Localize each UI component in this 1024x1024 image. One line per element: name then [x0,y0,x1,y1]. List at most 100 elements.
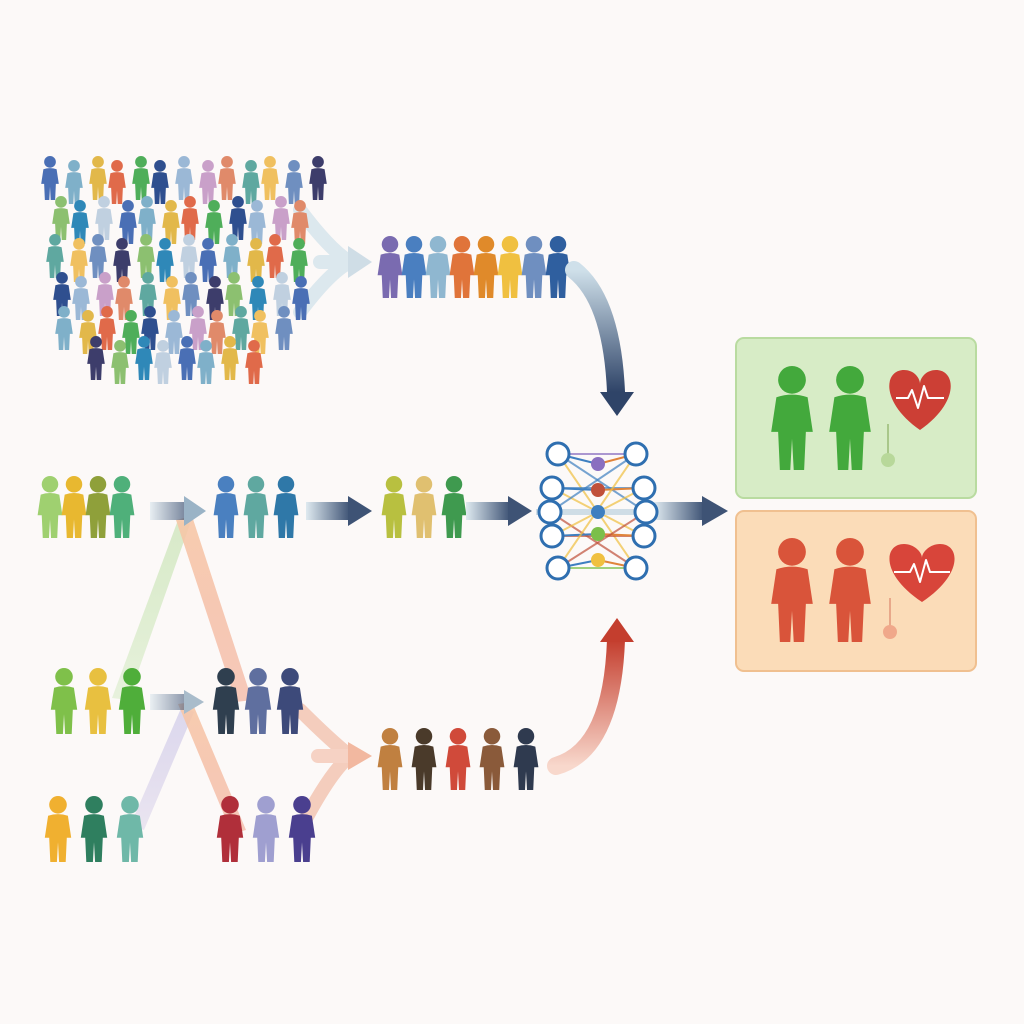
person-icon [116,796,144,862]
person-icon [479,728,505,790]
person-icon [61,476,87,538]
network-edge [557,511,647,569]
person-icon [288,796,316,862]
crowd-person-icon [261,156,279,200]
network-hub-node [591,527,605,541]
ray-purple [130,706,194,830]
network-hub-node [591,553,605,567]
crowd-person-icon [208,310,226,354]
network-node [633,499,659,525]
crowd-person-icon [132,156,150,200]
network-node [539,475,565,501]
bad-outcome-people [771,538,871,642]
person-icon [118,668,146,734]
neural-network-icon [536,441,660,581]
funnel-bottom [293,703,362,837]
arrow-row-a1-icon [150,496,206,526]
person-icon [411,476,437,538]
crowd-person-icon [108,160,126,204]
network-node [545,441,571,467]
arrow-row-b1-icon [150,690,204,714]
person-icon [473,236,499,298]
network-hub-node [591,505,605,519]
person-icon [521,236,547,298]
network-edge [549,453,637,513]
crowd-person-icon [138,196,156,240]
crowd-person-icon [292,276,310,320]
crowd-person-icon [70,238,88,282]
crowd-person-icon [205,200,223,244]
network-edge [549,511,637,569]
person-icon [44,796,72,862]
crowd-person-icon [229,196,247,240]
person-icon [50,668,78,734]
person-icon [829,538,871,642]
outcome-panel-bad [735,510,977,672]
person-icon [85,476,111,538]
crowd-person-icon [137,234,155,278]
person-icon [829,366,871,470]
person-icon [243,476,269,538]
arrow-network-out-icon [654,496,728,526]
crowd-person-icon [247,238,265,282]
crowd-person-icon [181,196,199,240]
crowd-person-icon [199,238,217,282]
good-outcome-people [771,366,871,470]
heart-ecg-icon [889,370,951,430]
crowd-person-icon [223,234,241,278]
selected-groups [37,236,571,862]
sapling-icon [883,598,897,639]
heart-ecg-icon [889,544,955,602]
crowd-person-icon [248,200,266,244]
crowd-person-icon [65,160,83,204]
ray-green [112,520,190,700]
crowd-person-icon [197,340,215,384]
crowd-person-icon [41,156,59,200]
arrow-curve-down-icon [565,261,634,416]
person-icon [401,236,427,298]
flow-arrows [150,246,728,775]
person-icon [80,796,108,862]
sapling-icon [881,424,895,467]
crowd-person-icon [52,196,70,240]
crowd-person-icon [165,310,183,354]
crowd-person-icon [272,196,290,240]
crowd-person-icon [266,234,284,278]
crowd-person-icon [291,200,309,244]
crowd-person-icon [180,234,198,278]
network-node [545,555,571,581]
person-icon [213,476,239,538]
crowd-person-icon [46,234,64,278]
person-icon [37,476,63,538]
person-icon [84,668,112,734]
crowd-person-icon [162,200,180,244]
crowd-person-icon [98,306,116,350]
crowd-person-icon [135,336,153,380]
network-node [623,441,649,467]
person-icon [425,236,451,298]
crowd-person-icon [156,238,174,282]
outcome-panel-good [735,337,977,499]
crowd-person-icon [111,340,129,384]
crowd-person-icon [154,340,172,384]
crowd-person-icon [119,200,137,244]
crowd-person-icon [95,196,113,240]
person-icon [513,728,539,790]
crowd-person-icon [122,310,140,354]
network-hub-node [591,457,605,471]
crowd-person-icon [151,160,169,204]
crowd-person-icon [285,160,303,204]
ray-orange-upper [176,516,252,702]
network-node [539,523,565,549]
crowd-person-icon [55,306,73,350]
arrow-row-a3-icon [466,496,532,526]
network-node [631,475,657,501]
person-icon [212,668,240,734]
person-icon [276,668,304,734]
crowd-person-icon [199,160,217,204]
person-icon [244,668,272,734]
crowd-person-icon [221,336,239,380]
crowd-person-icon [275,306,293,350]
arrow-curve-up-icon [547,618,634,775]
crowd-person-icon [113,238,131,282]
